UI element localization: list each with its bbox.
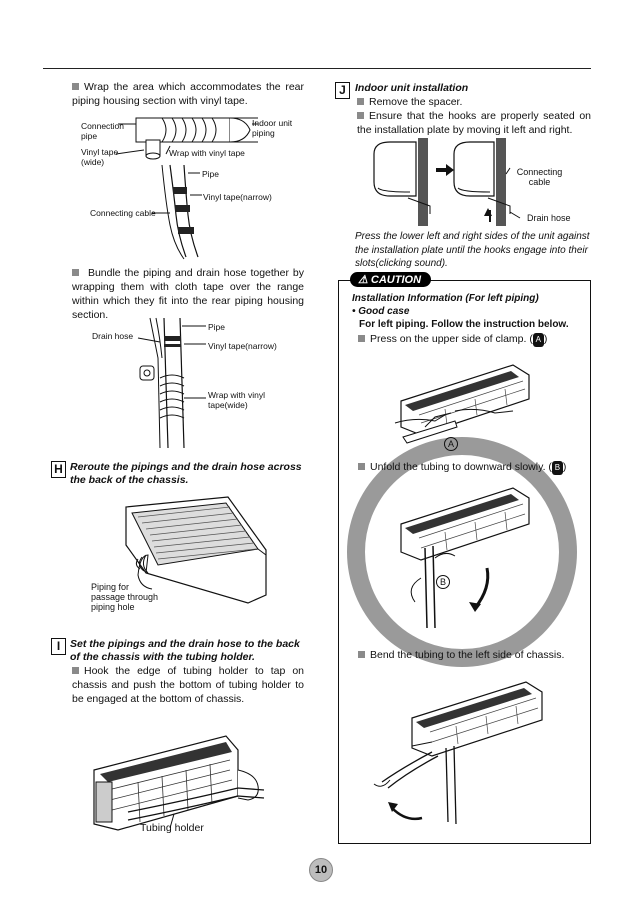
press-note: Press the lower left and right sides of … bbox=[355, 231, 590, 269]
tubing-holder-paragraph: Hook the edge of tubing holder to tap on… bbox=[72, 665, 304, 705]
caution-heading: Installation Information (For left pipin… bbox=[352, 293, 539, 304]
left-piping-instruction: For left piping. Follow the instruction … bbox=[359, 319, 569, 330]
remove-spacer-bullet: Remove the spacer. bbox=[357, 95, 591, 109]
connection-pipe-label: Connection pipe bbox=[81, 121, 125, 141]
bundle-paragraph: Bundle the piping and drain hose togethe… bbox=[72, 267, 304, 321]
caution-box bbox=[338, 280, 591, 844]
highlight-circle bbox=[347, 437, 577, 667]
wrap-with-vinyl-tape-label: Wrap with vinyl tape bbox=[169, 148, 245, 158]
marker-a-circle: A bbox=[444, 437, 458, 451]
indoor-unit-install-figure bbox=[373, 138, 521, 226]
unfold-tubing-figure bbox=[400, 487, 530, 629]
step-b-text: Unfold the tubing to downward slowly. (B… bbox=[358, 460, 566, 475]
bullet-icon bbox=[358, 463, 365, 470]
section-h-title: Reroute the pipings and the drain hose a… bbox=[70, 461, 302, 486]
warning-icon: ⚠ bbox=[358, 274, 371, 286]
good-case-label: • Good case bbox=[352, 306, 410, 317]
marker-b-icon: B bbox=[551, 461, 563, 475]
bend-tubing-figure bbox=[373, 681, 543, 825]
indoor-unit-piping-label: Indoor unit piping bbox=[252, 118, 293, 138]
bullet-icon bbox=[72, 667, 79, 674]
page-number-badge: 10 bbox=[309, 858, 333, 882]
drain-hose-label-j: Drain hose bbox=[527, 213, 571, 223]
pipe-tape-figure bbox=[152, 164, 202, 260]
tubing-holder-caption: Tubing holder bbox=[140, 822, 204, 834]
wrap-paragraph: Wrap the area which accommodates the rea… bbox=[72, 81, 304, 107]
section-i-title: Set the pipings and the drain hose to th… bbox=[70, 638, 300, 663]
bundled-piping-figure bbox=[137, 317, 206, 449]
bullet-icon bbox=[358, 651, 365, 658]
drain-hose-label: Drain hose bbox=[92, 331, 134, 341]
chassis-back-figure bbox=[125, 496, 267, 604]
wrap-vinyl-tape-wide-label: Wrap with vinyl tape(wide) bbox=[208, 390, 265, 410]
vinyl-tape-narrow-label: Vinyl tape(narrow) bbox=[203, 192, 272, 202]
bullet-icon bbox=[358, 335, 365, 342]
pipe-label: Pipe bbox=[202, 169, 220, 179]
vinyl-tape-narrow-label-2: Vinyl tape(narrow) bbox=[208, 341, 277, 351]
step-c-text: Bend the tubing to the left side of chas… bbox=[358, 648, 564, 662]
marker-b-circle: B bbox=[436, 575, 450, 589]
vinyl-tape-wide-label: Vinyl tape (wide) bbox=[81, 147, 119, 167]
section-j-title: Indoor unit installation bbox=[355, 82, 469, 94]
bullet-icon bbox=[357, 98, 364, 105]
marker-a-icon: A bbox=[532, 333, 544, 347]
page-number: 10 bbox=[314, 864, 328, 876]
step-a-text: Press on the upper side of clamp. (A) bbox=[358, 332, 547, 347]
bullet-icon bbox=[357, 112, 364, 119]
piping-passage-caption: Piping for passage through piping hole bbox=[91, 582, 159, 612]
connecting-cable-label-j: Connecting cable bbox=[516, 167, 563, 187]
section-i-marker: I bbox=[51, 638, 66, 655]
section-h-marker: H bbox=[51, 461, 66, 478]
bullet-icon bbox=[72, 83, 79, 90]
caution-badge: ⚠ CAUTION bbox=[350, 272, 432, 287]
top-rule bbox=[43, 68, 591, 69]
connecting-cable-label: Connecting cable bbox=[90, 208, 156, 218]
pipe-wrap-figure bbox=[115, 117, 258, 160]
hooks-seated-bullet: Ensure that the hooks are properly seate… bbox=[357, 110, 591, 136]
bullet-icon bbox=[72, 269, 79, 276]
section-j-marker: J bbox=[335, 82, 350, 99]
pipe-label-2: Pipe bbox=[208, 322, 226, 332]
tubing-holder-figure bbox=[93, 735, 265, 831]
press-clamp-figure bbox=[394, 364, 530, 444]
